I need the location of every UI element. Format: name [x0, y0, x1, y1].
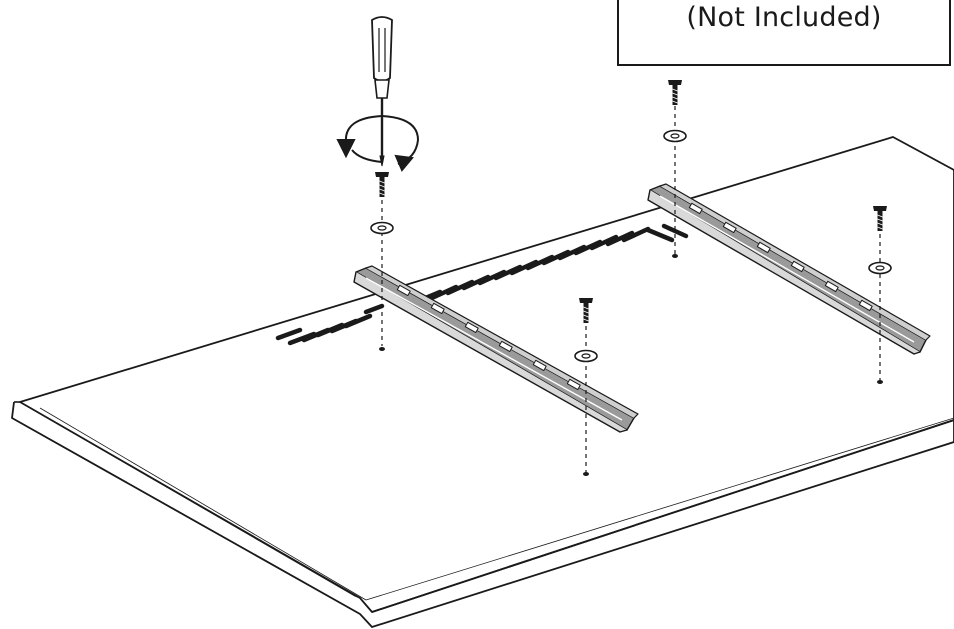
- mounting-bracket-left: [353, 265, 639, 433]
- callout-box: (Not Included): [617, 0, 951, 66]
- rotation-arrow-icon: [336, 114, 419, 172]
- callout-text: (Not Included): [686, 2, 882, 33]
- screwdriver-icon: [371, 16, 393, 167]
- mounting-bracket-right: [647, 183, 931, 355]
- mounting-holes: [379, 254, 883, 476]
- tv-back-panel: [11, 136, 954, 628]
- vent-slots: [275, 223, 689, 346]
